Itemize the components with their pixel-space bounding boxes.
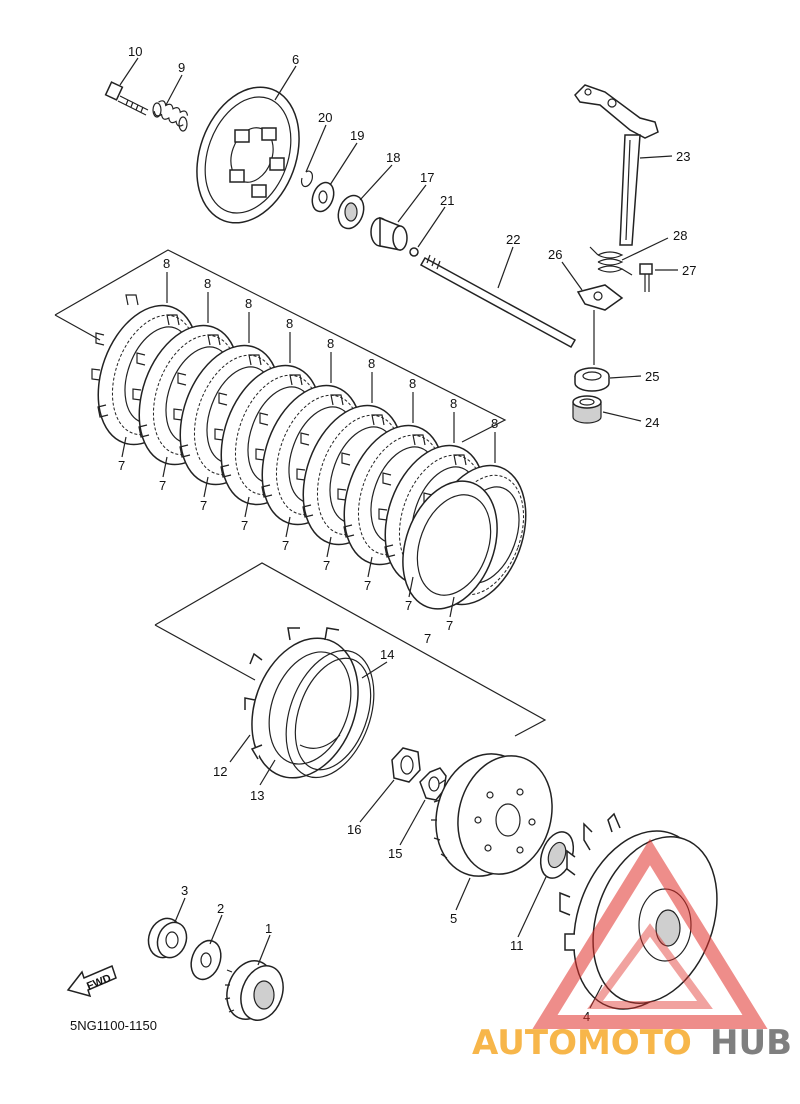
part-17-push-piece xyxy=(370,216,408,251)
leader-line xyxy=(408,576,414,598)
callout-7: 7 xyxy=(446,618,453,633)
callout-28: 28 xyxy=(673,228,687,243)
callout-7: 7 xyxy=(200,498,207,513)
callout-1: 1 xyxy=(265,921,272,936)
callout-7: 7 xyxy=(282,538,289,553)
callout-3: 3 xyxy=(181,883,188,898)
leader-line xyxy=(285,516,291,538)
callout-5: 5 xyxy=(450,911,457,926)
callout-7: 7 xyxy=(364,578,371,593)
automotohub-watermark: AUTOMOTO HUB xyxy=(472,838,792,1063)
callout-7: 7 xyxy=(424,631,431,646)
callout-2: 2 xyxy=(217,901,224,916)
plate-stack-outline xyxy=(54,249,507,443)
callout-10: 10 xyxy=(128,44,142,59)
callout-13: 13 xyxy=(250,788,264,803)
callout-8: 8 xyxy=(409,376,416,391)
leader-line xyxy=(326,536,332,558)
callout-11: 11 xyxy=(510,938,524,953)
callout-19: 19 xyxy=(350,128,364,143)
part-11-thrust-washer xyxy=(539,831,575,879)
part-24-bushing xyxy=(572,395,602,424)
part-12-friction-plate xyxy=(244,627,359,779)
friction-and-clutch-plate-stack xyxy=(91,294,527,610)
part-22-push-rod xyxy=(419,254,577,349)
part-27-bolt xyxy=(639,263,653,292)
callout-8: 8 xyxy=(368,356,375,371)
callout-7: 7 xyxy=(405,598,412,613)
callout-7: 7 xyxy=(323,558,330,573)
fwd-arrow: FWD xyxy=(66,964,117,998)
watermark-triangle-inner xyxy=(587,923,713,1009)
callout-26: 26 xyxy=(548,247,562,262)
callout-15: 15 xyxy=(388,846,402,861)
watermark-text-hub: HUB xyxy=(710,1023,792,1063)
part-10-bolt xyxy=(104,81,149,116)
lower-stack-outline xyxy=(154,562,547,737)
diagram-code: 5NG1100-1150 xyxy=(70,1018,157,1033)
callout-8: 8 xyxy=(491,416,498,431)
part-20-circlip xyxy=(300,170,314,188)
part-5-clutch-boss xyxy=(431,753,553,877)
callout-16: 16 xyxy=(347,822,361,837)
callout-7: 7 xyxy=(118,458,125,473)
leader-line xyxy=(203,476,209,498)
watermark-triangle xyxy=(532,838,768,1029)
part-21-ball xyxy=(409,247,419,257)
part-23-lever-shaft xyxy=(574,84,659,246)
part-13-seat-plate xyxy=(299,734,341,749)
leader-line xyxy=(244,496,250,518)
callout-18: 18 xyxy=(386,150,400,165)
part-2-washer xyxy=(190,939,222,981)
callout-8: 8 xyxy=(286,316,293,331)
callout-21: 21 xyxy=(440,193,454,208)
callout-8: 8 xyxy=(245,296,252,311)
watermark-text-automoto: AUTOMOTO xyxy=(472,1023,692,1063)
callout-7: 7 xyxy=(159,478,166,493)
callout-25: 25 xyxy=(645,369,659,384)
callout-17: 17 xyxy=(420,170,434,185)
callout-8: 8 xyxy=(163,256,170,271)
callout-7: 7 xyxy=(241,518,248,533)
callout-23: 23 xyxy=(676,149,690,164)
last-friction-plate-inner xyxy=(416,494,492,596)
part-26-lever-plate xyxy=(576,284,624,311)
part-4-clutch-housing xyxy=(559,812,718,1010)
callout-22: 22 xyxy=(506,232,520,247)
part-6-pressure-plate xyxy=(196,86,300,224)
part-1-gear xyxy=(224,960,284,1021)
callout-12: 12 xyxy=(213,764,227,779)
callout-24: 24 xyxy=(645,415,659,430)
callout-6: 6 xyxy=(292,52,299,67)
part-25-oil-seal xyxy=(574,367,610,392)
part-3-seal xyxy=(147,917,188,959)
callout-8: 8 xyxy=(327,336,334,351)
callout-20: 20 xyxy=(318,110,332,125)
callout-9: 9 xyxy=(178,60,185,75)
leader-line xyxy=(162,456,168,478)
leader-lines xyxy=(119,57,678,1009)
part-18-bearing xyxy=(337,194,365,230)
part-19-washer xyxy=(311,181,335,213)
part-14-ring xyxy=(285,649,375,779)
part-16-nut xyxy=(391,747,421,783)
leader-line xyxy=(121,436,127,458)
leader-line xyxy=(449,596,455,618)
callout-14: 14 xyxy=(380,647,394,662)
part-28-torsion-spring xyxy=(589,246,633,276)
last-friction-plate xyxy=(402,480,498,610)
callout-8: 8 xyxy=(450,396,457,411)
callout-8: 8 xyxy=(204,276,211,291)
part-9-spring xyxy=(152,100,189,132)
callout-27: 27 xyxy=(682,263,696,278)
leader-line xyxy=(367,556,373,578)
